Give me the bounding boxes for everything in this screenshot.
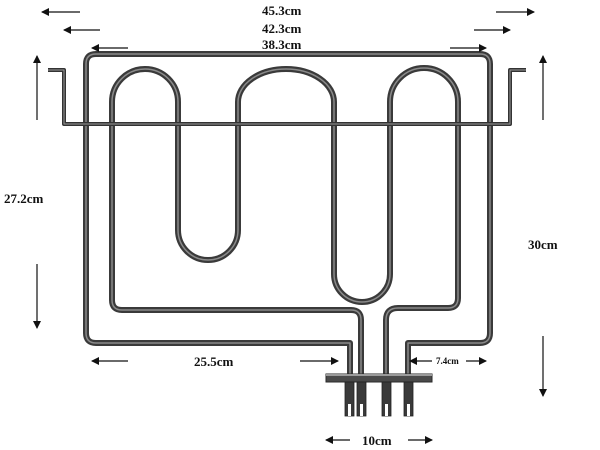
outer-width-label: 45.3cm	[262, 3, 302, 18]
left-offset-label: 25.5cm	[194, 354, 234, 369]
terminal-block	[325, 373, 433, 417]
terminal-width-label: 10cm	[362, 433, 392, 448]
terminal-offset-label: 7.4cm	[436, 356, 459, 366]
outer-element-loop	[83, 51, 493, 395]
inner-height-label: 27.2cm	[4, 191, 44, 206]
total-height-label: 30cm	[528, 237, 558, 252]
inner-width-label: 38.3cm	[262, 37, 302, 52]
middle-width-label: 42.3cm	[262, 21, 302, 36]
mounting-bracket	[48, 68, 526, 126]
